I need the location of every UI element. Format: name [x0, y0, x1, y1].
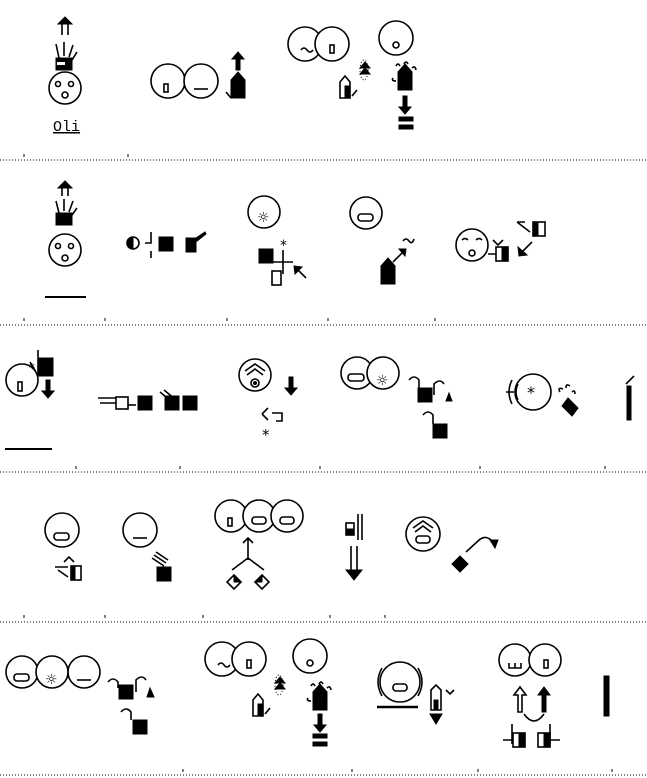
hand-icon — [230, 71, 246, 99]
sign — [45, 180, 86, 298]
sign — [603, 675, 610, 717]
sign: ☼ * — [247, 195, 307, 286]
sign: * — [506, 373, 579, 417]
svg-text:*: * — [262, 426, 270, 444]
sign — [344, 514, 364, 581]
svg-text:☼: ☼ — [376, 373, 389, 389]
sign — [214, 499, 304, 591]
sign: * — [238, 358, 298, 444]
double-arrow-up-icon — [56, 180, 74, 196]
sign — [98, 389, 198, 411]
svg-text:*: * — [280, 238, 287, 254]
sign-oli: Oli — [48, 16, 82, 136]
face-icon — [48, 71, 82, 105]
arrow-down-icon — [398, 95, 412, 115]
sign — [349, 196, 415, 285]
sign: ☼ — [5, 655, 155, 735]
sign — [287, 20, 417, 130]
sign — [625, 375, 635, 421]
row-separators — [0, 154, 647, 776]
hand-icon — [55, 199, 78, 226]
sign — [204, 638, 332, 747]
sign — [455, 221, 546, 262]
sign: * — [5, 350, 55, 450]
face-icon — [48, 233, 82, 267]
sign — [122, 512, 172, 582]
sign — [44, 512, 82, 581]
hand-icon — [55, 42, 78, 71]
sign — [377, 661, 455, 725]
svg-text:*: * — [29, 361, 35, 375]
hand-icon — [339, 74, 358, 99]
sign: ☼ — [340, 356, 453, 439]
svg-text:☼: ☼ — [45, 672, 58, 688]
circular-arrow-icon — [358, 59, 372, 81]
double-arrow-up-icon — [56, 16, 74, 35]
sign — [150, 51, 246, 99]
sign-gloss: Oli — [53, 119, 80, 136]
sign — [405, 516, 499, 573]
sign — [498, 643, 562, 748]
arrow-up-icon — [231, 51, 245, 71]
wiggle-hand-icon — [391, 61, 417, 91]
head-circle-icon — [183, 63, 219, 99]
svg-text:☼: ☼ — [257, 210, 270, 226]
head-circle-icon — [150, 63, 186, 99]
svg-text:*: * — [527, 383, 535, 402]
sign — [126, 231, 207, 258]
